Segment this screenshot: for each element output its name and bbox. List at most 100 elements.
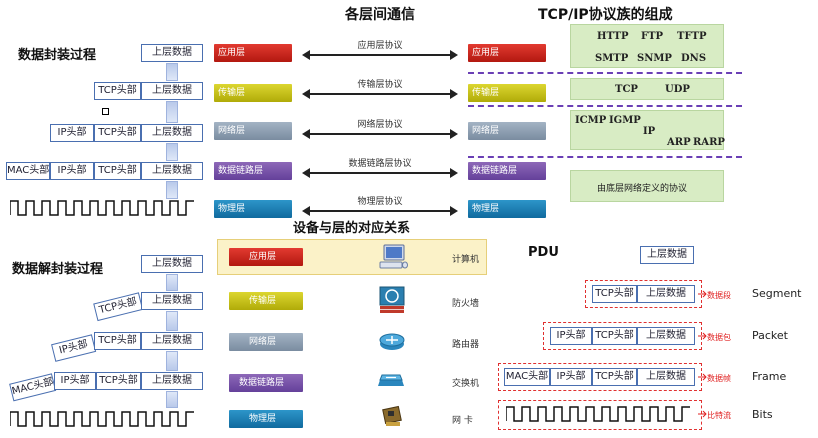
encap-arrow bbox=[166, 63, 178, 81]
proto-icmp: ICMP bbox=[575, 115, 607, 126]
encap-tcp-header: TCP头部 bbox=[94, 82, 141, 100]
proto-igmp: IGMP bbox=[609, 115, 641, 126]
device-layer-network: 网络层 bbox=[229, 333, 303, 351]
pdu-bitstream bbox=[506, 406, 690, 422]
tcpip-network-box: ICMP IGMP IP ARP RARP bbox=[570, 110, 725, 150]
layer-app-right: 应用层 bbox=[468, 44, 546, 62]
decap-tcp-header: TCP头部 bbox=[93, 292, 144, 322]
device-label-nic: 网 卡 bbox=[452, 416, 473, 426]
proto-tcp: TCP bbox=[615, 84, 638, 95]
encap-mac-header: MAC头部 bbox=[6, 162, 50, 180]
pdu-ip-header: IP头部 bbox=[550, 368, 592, 386]
decap-arrow bbox=[166, 311, 178, 331]
peer-arrow-physical bbox=[302, 206, 458, 216]
decap-bitstream bbox=[10, 411, 194, 427]
computer-icon bbox=[379, 244, 408, 269]
pdu-label-bits: Bits bbox=[752, 408, 773, 421]
layer-transport-left: 传输层 bbox=[214, 84, 292, 102]
decap-ip-header: IP头部 bbox=[51, 334, 97, 362]
decap-upper-data: 上层数据 bbox=[141, 372, 203, 390]
pdu-red-arrows bbox=[698, 290, 707, 418]
switch-icon bbox=[378, 374, 404, 386]
pdu-upper-data: 上层数据 bbox=[637, 368, 695, 386]
decap-title: 数据解封装过程 bbox=[12, 262, 104, 277]
proto-dns: DNS bbox=[681, 53, 707, 64]
decap-upper-data: 上层数据 bbox=[141, 255, 203, 273]
encap-ip-header: IP头部 bbox=[50, 124, 94, 142]
divider-line bbox=[468, 72, 742, 74]
pdu-mac-header: MAC头部 bbox=[504, 368, 550, 386]
encap-bitstream bbox=[10, 200, 194, 216]
device-layer-app: 应用层 bbox=[229, 248, 303, 266]
decap-mac-header: MAC头部 bbox=[9, 373, 57, 402]
layer-physical-right: 物理层 bbox=[468, 200, 546, 218]
encap-tcp-header: TCP头部 bbox=[94, 162, 141, 180]
encap-upper-data: 上层数据 bbox=[141, 162, 203, 180]
tcpip-bottom-box: 由底层网络定义的协议 bbox=[570, 170, 724, 202]
tcpip-title: TCP/IP协议族的组成 bbox=[538, 7, 673, 23]
device-label-switch: 交换机 bbox=[452, 379, 480, 389]
peer-arrow-network bbox=[302, 129, 458, 139]
tcpip-transport-box: TCP UDP bbox=[570, 78, 724, 100]
pdu-tcp-header: TCP头部 bbox=[592, 368, 637, 386]
center-title: 各层间通信 bbox=[345, 7, 415, 23]
proto-udp: UDP bbox=[665, 84, 690, 95]
proto-snmp: SNMP bbox=[637, 53, 672, 64]
pdu-label-segment-zh: 数据段 bbox=[707, 291, 731, 300]
encap-ip-header: IP头部 bbox=[50, 162, 94, 180]
tcpip-app-box: HTTP FTP TFTP SMTP SNMP DNS bbox=[570, 24, 724, 68]
layer-datalink-left: 数据链路层 bbox=[214, 162, 292, 180]
decap-arrow bbox=[166, 351, 178, 371]
device-label-router: 路由器 bbox=[452, 340, 480, 350]
divider-line bbox=[468, 105, 742, 107]
pdu-upper-data: 上层数据 bbox=[637, 327, 695, 345]
layer-datalink-right: 数据链路层 bbox=[468, 162, 546, 180]
proto-tftp: TFTP bbox=[677, 31, 707, 42]
pdu-label-frame-zh: 数据帧 bbox=[707, 374, 731, 383]
device-layer-datalink: 数据链路层 bbox=[229, 374, 303, 392]
pdu-label-packet-zh: 数据包 bbox=[707, 333, 731, 342]
encap-title: 数据封装过程 bbox=[18, 48, 97, 63]
decap-upper-data: 上层数据 bbox=[141, 332, 203, 350]
decap-tcp-header: TCP头部 bbox=[94, 332, 141, 350]
layer-network-right: 网络层 bbox=[468, 122, 546, 140]
encap-upper-data: 上层数据 bbox=[141, 124, 203, 142]
encap-arrow bbox=[166, 143, 178, 161]
pdu-tcp-header: TCP头部 bbox=[592, 327, 637, 345]
decap-arrow bbox=[166, 274, 178, 291]
encap-tcp-header: TCP头部 bbox=[94, 124, 141, 142]
decap-tcp-header: TCP头部 bbox=[96, 372, 141, 390]
firewall-icon bbox=[379, 286, 405, 313]
protocol-physical: 物理层协议 bbox=[357, 197, 403, 207]
pdu-ip-header: IP头部 bbox=[550, 327, 592, 345]
pdu-title: PDU bbox=[528, 245, 559, 260]
protocol-transport: 传输层协议 bbox=[357, 80, 403, 90]
protocol-app: 应用层协议 bbox=[357, 41, 403, 51]
small-square bbox=[102, 108, 109, 115]
pdu-label-frame: Frame bbox=[752, 370, 787, 383]
divider-line bbox=[468, 156, 742, 158]
pdu-tcp-header: TCP头部 bbox=[592, 285, 637, 303]
encap-arrow bbox=[166, 181, 178, 199]
peer-arrow-app bbox=[302, 50, 458, 60]
device-label-computer: 计算机 bbox=[452, 255, 480, 265]
decap-arrow bbox=[166, 391, 178, 408]
proto-arp: ARP bbox=[667, 137, 691, 148]
device-layer-transport: 传输层 bbox=[229, 292, 303, 310]
pdu-label-packet: Packet bbox=[752, 329, 788, 342]
protocol-network: 网络层协议 bbox=[357, 120, 403, 130]
layer-physical-left: 物理层 bbox=[214, 200, 292, 218]
encap-upper-data: 上层数据 bbox=[141, 44, 203, 62]
pdu-upper-data: 上层数据 bbox=[640, 246, 694, 264]
protocol-datalink: 数据链路层协议 bbox=[348, 159, 412, 169]
peer-arrow-datalink bbox=[302, 168, 458, 178]
proto-ip: IP bbox=[643, 126, 656, 137]
device-layer-physical: 物理层 bbox=[229, 410, 303, 428]
device-label-firewall: 防火墙 bbox=[452, 299, 480, 309]
bits-frame bbox=[498, 400, 702, 430]
layer-network-left: 网络层 bbox=[214, 122, 292, 140]
encap-upper-data: 上层数据 bbox=[141, 82, 203, 100]
proto-http: HTTP bbox=[597, 31, 629, 42]
decap-upper-data: 上层数据 bbox=[141, 292, 203, 310]
pdu-label-bits-zh: 比特流 bbox=[707, 411, 731, 420]
